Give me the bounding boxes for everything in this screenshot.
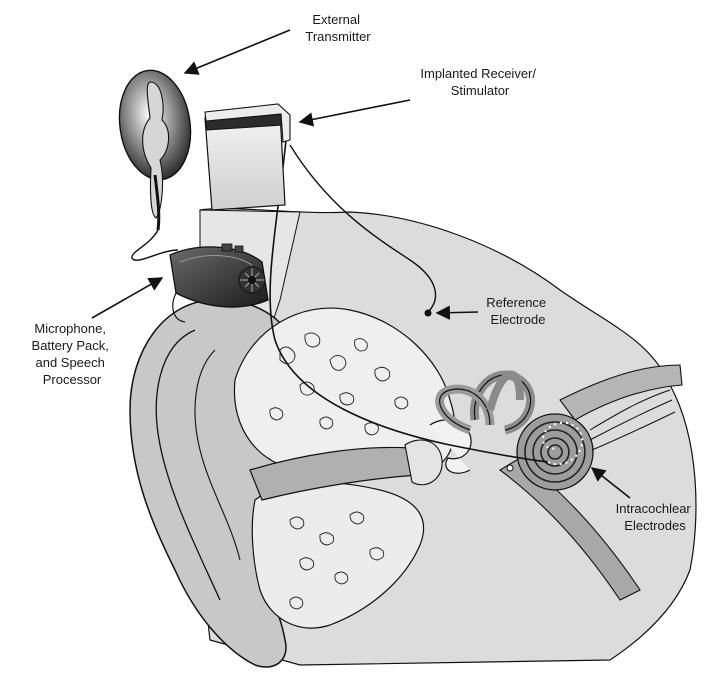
implanted-receiver [204,103,291,211]
speech-processor [169,243,269,323]
eardrum [404,439,443,486]
arrow-microphone [91,277,164,319]
label-implanted-receiver: Implanted Receiver/ Stimulator [420,66,539,98]
pinna-helix [155,329,221,601]
electrode-contact [506,464,514,472]
arrow-external-transmitter [183,29,291,75]
pinna-antihelix [194,349,241,561]
lower-bone [251,481,425,629]
label-microphone: Microphone, Battery Pack, and Speech Pro… [32,321,113,387]
arrow-intracochlear [590,467,631,499]
reference-lead [289,144,437,313]
temporal-bone [233,307,456,471]
arrow-implanted-receiver [298,99,411,127]
arrow-reference-electrode [435,305,479,320]
electrode-array [541,421,584,465]
internal-canal [559,364,683,421]
label-reference-electrode: Reference Electrode [486,295,550,327]
label-intracochlear: Intracochlear Electrodes [616,501,695,533]
transmitter-cable [131,229,179,261]
nerve-bundle [589,389,676,451]
lower-bone-cells [289,511,385,610]
electrode-lead [269,139,549,463]
label-external-transmitter: External Transmitter [305,12,371,44]
external-transmitter [118,69,192,231]
reference-electrode-tip [424,309,432,317]
semicircular-canals [435,370,536,435]
cochlea [516,413,594,491]
